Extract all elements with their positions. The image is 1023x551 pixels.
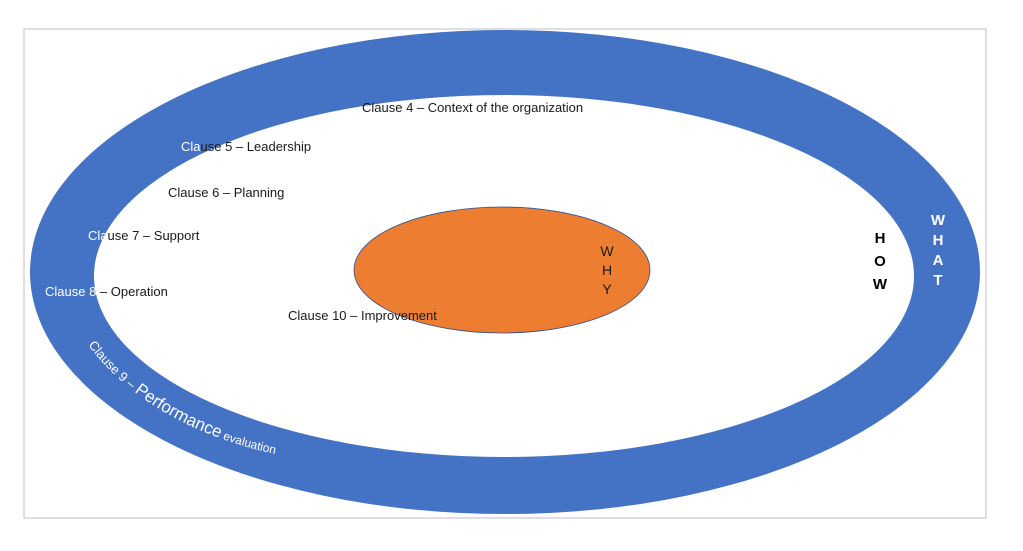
why-letter: Y (602, 281, 612, 297)
why-label: W H Y (597, 242, 617, 299)
how-letter: W (872, 276, 888, 293)
how-letter: O (874, 253, 886, 270)
what-letter: W (930, 212, 946, 229)
how-label: H O W (870, 227, 890, 296)
what-label: W H A T (928, 211, 948, 291)
clause7-label-rest: use 7 – Support (107, 228, 200, 243)
what-letter: H (932, 232, 944, 249)
clause10-label: Clause 10 – Improvement (288, 308, 437, 323)
what-letter: A (932, 252, 944, 269)
clause7-label-prefix: Cla (88, 228, 108, 243)
clause8-label-prefix: Clause 8 (45, 284, 97, 299)
clause8-label: Clause 8 – Operation (45, 284, 168, 300)
how-letter: H (874, 230, 886, 247)
clause6-label: Clause 6 – Planning (168, 185, 285, 200)
clause8-label-rest: – Operation (96, 284, 168, 299)
clause4-label: Clause 4 – Context of the organization (362, 100, 584, 115)
clause7-label: Clause 7 – Support (88, 228, 199, 244)
clause5-label: Clause 5 – Leadership (181, 139, 311, 155)
clause5-label-prefix: Cla (181, 139, 201, 154)
what-letter: T (933, 272, 943, 289)
core-why (353, 206, 651, 334)
why-letter: W (600, 243, 614, 259)
why-letter: H (601, 262, 613, 278)
clause5-label-rest: use 5 – Leadership (200, 139, 312, 154)
